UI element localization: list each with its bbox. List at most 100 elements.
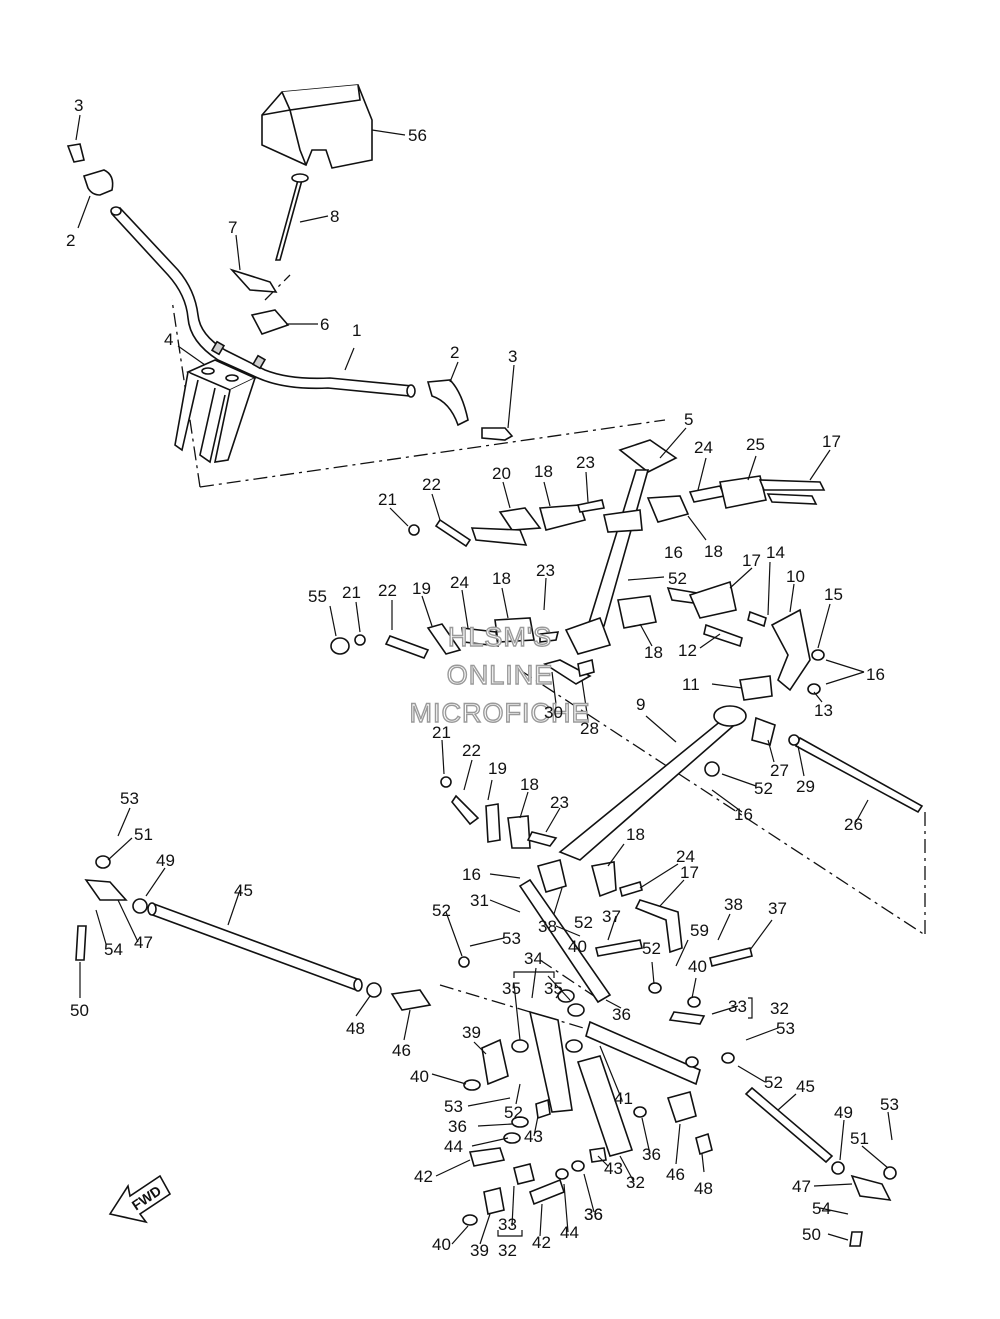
- callout: 47: [792, 1177, 811, 1196]
- callout: 59: [690, 921, 709, 940]
- callout: 53: [444, 1097, 463, 1116]
- leader-lines: [75, 114, 893, 1245]
- callout: 24: [450, 573, 469, 592]
- callout: 19: [412, 579, 431, 598]
- callout: 37: [602, 907, 621, 926]
- callout: 25: [746, 435, 765, 454]
- watermark-line-3: MICROFICHE: [410, 698, 591, 728]
- callout: 18: [492, 569, 511, 588]
- callout: 38: [724, 895, 743, 914]
- main-shaft: [558, 705, 924, 861]
- callout: 52: [754, 779, 773, 798]
- callout: 46: [666, 1165, 685, 1184]
- callout: 39: [470, 1241, 489, 1260]
- middle-linkage: [330, 580, 825, 701]
- callout: 24: [676, 847, 695, 866]
- callout: 22: [422, 475, 441, 494]
- callout: 23: [550, 793, 569, 812]
- group-brackets: [497, 971, 753, 1237]
- callout: 2: [450, 343, 459, 362]
- callout: 52: [764, 1073, 783, 1092]
- callout: 43: [604, 1159, 623, 1178]
- callout: 53: [502, 929, 521, 948]
- ball-joints: [75, 855, 897, 1247]
- callout: 43: [524, 1127, 543, 1146]
- callout: 16: [734, 805, 753, 824]
- callout: 8: [330, 207, 339, 226]
- callout: 38: [538, 917, 557, 936]
- guide-bracket: [174, 359, 257, 464]
- callout: 7: [228, 218, 237, 237]
- callout: 36: [584, 1205, 603, 1224]
- callout: 29: [796, 777, 815, 796]
- callout: 6: [320, 315, 329, 334]
- callout: 50: [802, 1225, 821, 1244]
- callout: 4: [164, 330, 173, 349]
- adjust-rod-assembly: [229, 173, 309, 335]
- callout: 36: [612, 1005, 631, 1024]
- callout: 34: [524, 949, 543, 968]
- callout: 53: [120, 789, 139, 808]
- forward-arrow-icon: [108, 1174, 172, 1224]
- callout: 52: [432, 901, 451, 920]
- steering-column: [564, 439, 678, 655]
- callout: 45: [234, 881, 253, 900]
- callout: 11: [682, 675, 700, 694]
- callout: 40: [432, 1235, 451, 1254]
- callout: 19: [488, 759, 507, 778]
- callout: 47: [134, 933, 153, 952]
- callout: 15: [824, 585, 843, 604]
- callout: 52: [504, 1103, 523, 1122]
- callout: 18: [704, 542, 723, 561]
- callout: 42: [532, 1233, 551, 1252]
- callout: 21: [342, 583, 361, 602]
- callout: 50: [70, 1001, 89, 1020]
- callout: 39: [462, 1023, 481, 1042]
- callout: 26: [844, 815, 863, 834]
- callout: 5: [684, 410, 693, 429]
- callout: 16: [866, 665, 885, 684]
- callout: 48: [694, 1179, 713, 1198]
- callout: 16: [664, 543, 683, 562]
- callout: 51: [850, 1129, 869, 1148]
- callout: 51: [134, 825, 153, 844]
- callout: 12: [678, 641, 697, 660]
- callout: 49: [156, 851, 175, 870]
- callout: 33: [498, 1215, 517, 1234]
- callout: 10: [786, 567, 805, 586]
- callout: 41: [614, 1089, 633, 1108]
- upper-linkage: [408, 475, 826, 548]
- callout: 42: [414, 1167, 433, 1186]
- callout: 52: [642, 939, 661, 958]
- callout: 33: [728, 997, 747, 1016]
- callout: 3: [74, 96, 83, 115]
- callout: 35: [544, 979, 563, 998]
- callout: 44: [444, 1137, 463, 1156]
- callout: 17: [822, 432, 841, 451]
- callout: 30: [544, 703, 563, 722]
- callout: 32: [770, 999, 789, 1018]
- hose-joints: [66, 143, 514, 441]
- callout: 53: [880, 1095, 899, 1114]
- callout: 28: [580, 719, 599, 738]
- callout: 40: [410, 1067, 429, 1086]
- callout: 32: [626, 1173, 645, 1192]
- callout: 18: [534, 462, 553, 481]
- callout: 36: [448, 1117, 467, 1136]
- callout: 18: [644, 643, 663, 662]
- callout: 40: [568, 937, 587, 956]
- callout: 20: [492, 464, 511, 483]
- callout: 56: [408, 126, 427, 145]
- callout: 36: [642, 1145, 661, 1164]
- callout: 55: [308, 587, 327, 606]
- callout: 52: [574, 913, 593, 932]
- throttle-cable-tube: [110, 206, 416, 398]
- callout: 52: [668, 569, 687, 588]
- callout: 37: [768, 899, 787, 918]
- callout: 1: [352, 321, 361, 340]
- callout: 3: [508, 347, 517, 366]
- callout: 45: [796, 1077, 815, 1096]
- tie-rods: [132, 898, 845, 1175]
- watermark: HLSM'S ONLINE MICROFICHE: [409, 621, 591, 728]
